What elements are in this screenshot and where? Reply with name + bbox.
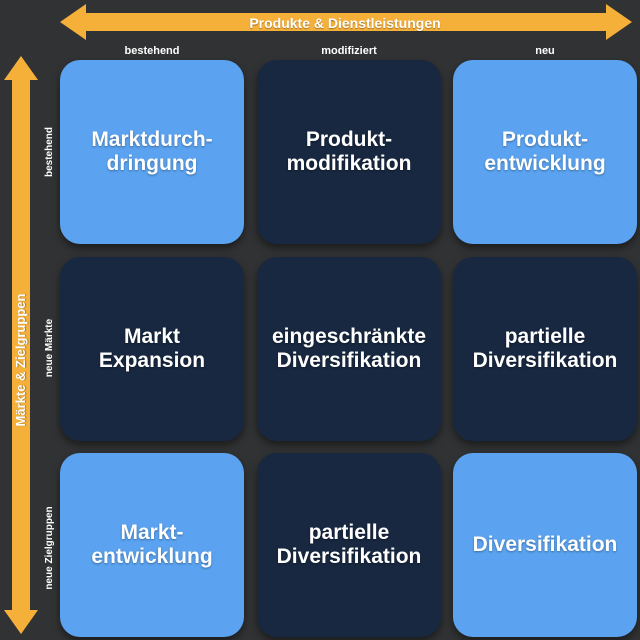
cell-produktentwicklung[interactable]: Produkt- entwicklung xyxy=(453,60,637,244)
cell-markt-expansion[interactable]: Markt Expansion xyxy=(60,257,244,441)
cell-marktdurchdringung[interactable]: Marktdurch- dringung xyxy=(60,60,244,244)
cell-label: Markt- entwicklung xyxy=(91,521,213,568)
column-label-neu: neu xyxy=(535,45,555,57)
row-label-neue-zielgruppen: neue Zielgruppen xyxy=(44,506,55,590)
cell-label: partielle Diversifikation xyxy=(472,325,618,372)
cell-partielle-diversifikation-2[interactable]: partielle Diversifikation xyxy=(257,453,441,637)
column-label-modifiziert: modifiziert xyxy=(321,45,377,57)
cell-label: Markt Expansion xyxy=(98,325,206,372)
row-label-bestehend: bestehend xyxy=(44,127,55,178)
cell-marktentwicklung[interactable]: Markt- entwicklung xyxy=(60,453,244,637)
row-label-neue-maerkte: neue Märkte xyxy=(44,318,55,378)
cell-diversifikation[interactable]: Diversifikation xyxy=(453,453,637,637)
x-axis-arrow xyxy=(60,4,632,40)
cell-eingeschraenkte-diversifikation[interactable]: eingeschränkte Diversifikation xyxy=(257,257,441,441)
cell-label: partielle Diversifikation xyxy=(276,521,422,568)
column-label-bestehend: bestehend xyxy=(124,45,180,57)
y-axis-title: Märkte & Zielgruppen xyxy=(13,293,28,427)
cell-label: eingeschränkte Diversifikation xyxy=(271,325,427,372)
cell-label: Produkt- entwicklung xyxy=(484,128,606,175)
cell-produktmodifikation[interactable]: Produkt- modifikation xyxy=(257,60,441,244)
cell-label: Produkt- modifikation xyxy=(286,128,412,175)
cell-label: Diversifikation xyxy=(472,533,618,556)
cell-label: Marktdurch- dringung xyxy=(91,128,213,175)
cell-partielle-diversifikation-1[interactable]: partielle Diversifikation xyxy=(453,257,637,441)
y-axis-arrow xyxy=(4,56,38,634)
x-axis-title: Produkte & Dienstleistungen xyxy=(249,15,441,31)
